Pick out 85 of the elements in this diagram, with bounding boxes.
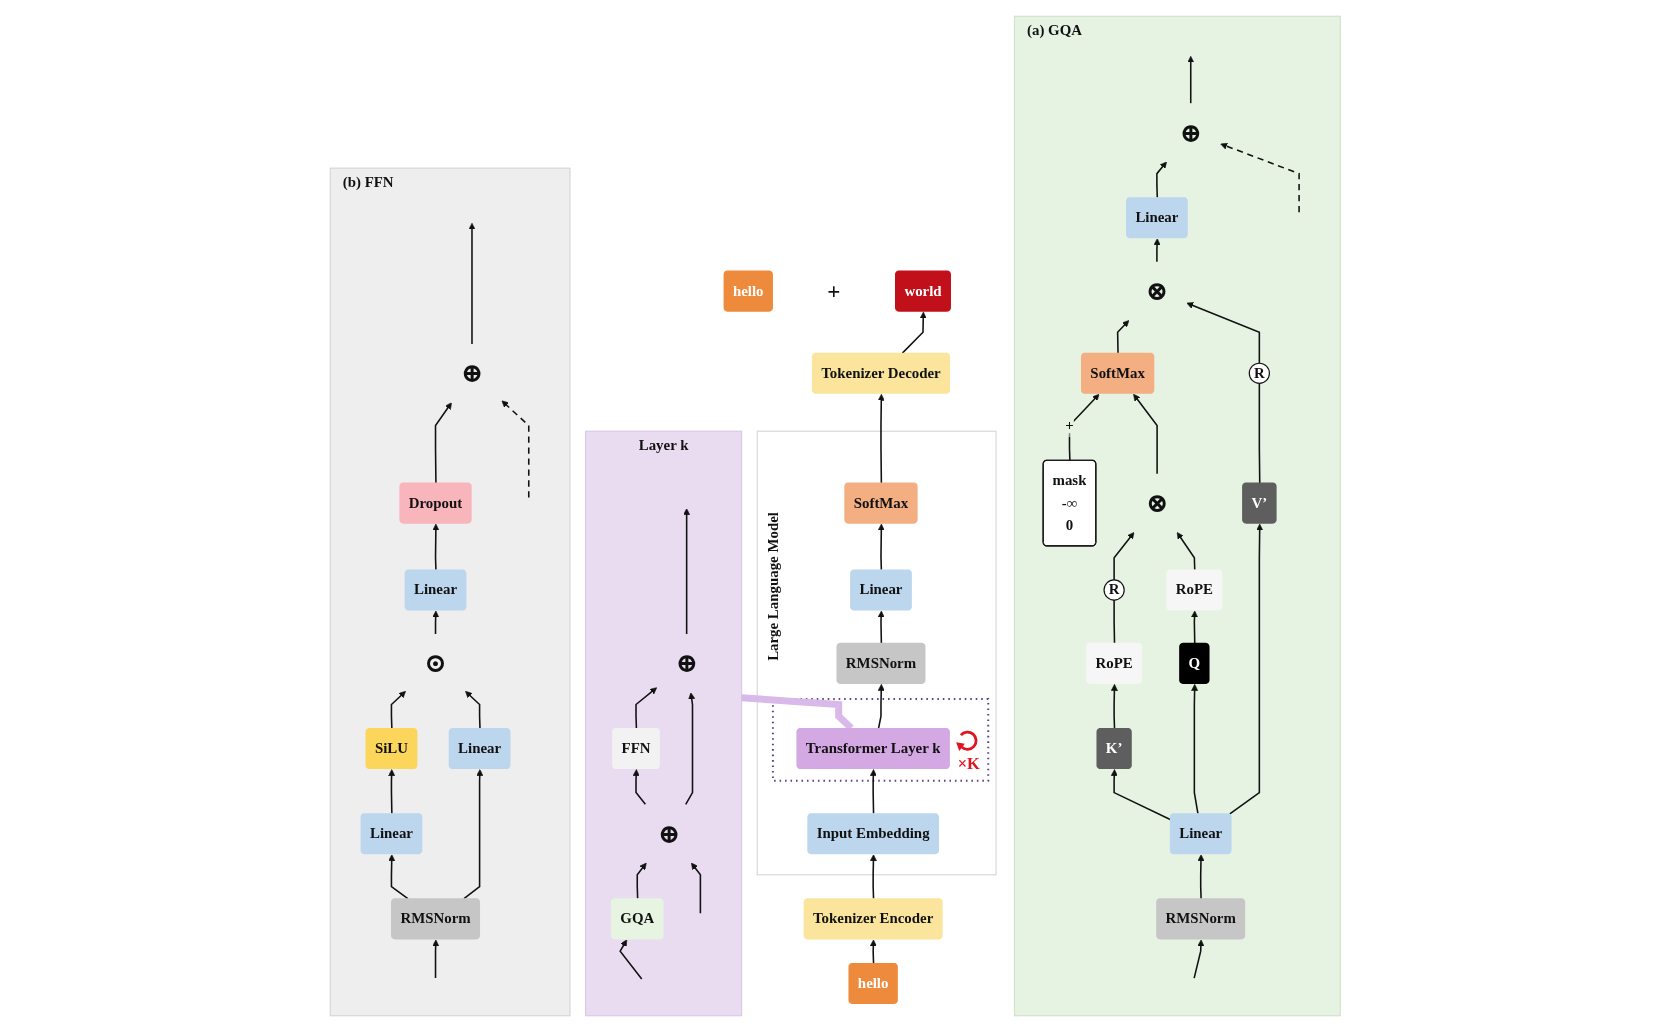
node-text: ⊕: [657, 819, 680, 849]
arrow: [1220, 142, 1300, 213]
node-box: world: [894, 270, 951, 312]
arrow: [1110, 769, 1171, 821]
arrow: [431, 939, 439, 979]
arrow: [1193, 939, 1205, 979]
node-box: GQA: [610, 898, 664, 940]
node-text: ⊗: [1145, 488, 1168, 518]
arrow: [462, 769, 483, 900]
arrow: [388, 854, 409, 900]
plus-sign-label: +: [827, 279, 841, 303]
arrow: [877, 684, 885, 730]
node-box: FFN: [611, 728, 660, 770]
arrow: [1132, 393, 1158, 475]
connector: [1113, 599, 1115, 644]
arrow: [901, 311, 927, 354]
node-box: SoftMax: [1080, 352, 1154, 394]
arrow: [1186, 302, 1260, 364]
arrow: [618, 939, 643, 980]
node-box: Linear: [448, 728, 511, 770]
node-box: RoPE: [1166, 569, 1223, 611]
node-box: RoPE: [1085, 642, 1142, 684]
arrow: [1187, 55, 1194, 104]
node-box: SiLU: [365, 728, 418, 770]
arrow: [1228, 523, 1263, 815]
arrow: [434, 402, 452, 484]
node-box: RMSNorm: [836, 642, 926, 684]
connector: [1258, 382, 1261, 484]
arrow: [684, 692, 695, 806]
node-box: hello: [723, 270, 773, 312]
arrow: [501, 400, 530, 499]
node-box: Input Embedding: [807, 813, 939, 855]
node-box: Tokenizer Encoder: [803, 898, 943, 940]
arrow: [1153, 238, 1161, 263]
arrow: [682, 508, 690, 635]
node-box: Q: [1178, 642, 1210, 684]
arrow: [869, 854, 877, 900]
arrow: [869, 939, 877, 965]
arrow: [1176, 532, 1196, 571]
arrow: [432, 523, 439, 571]
arrow: [387, 769, 395, 815]
arrow: [636, 862, 647, 900]
node-box: Linear: [360, 813, 423, 855]
node-text: ⊕: [1179, 118, 1202, 148]
arrow: [1197, 854, 1205, 900]
node-text: ⊗: [1145, 276, 1168, 306]
node-box: Linear: [1125, 197, 1188, 239]
node-circle: R: [1103, 579, 1125, 601]
node-box: Dropout: [399, 482, 472, 524]
node-box: K’: [1096, 728, 1132, 770]
arrow: [1110, 684, 1118, 730]
arrow: [464, 691, 481, 730]
node-box: RMSNorm: [390, 898, 480, 940]
node-text: ⊕: [675, 648, 698, 678]
node-box: Linear: [404, 569, 467, 611]
cluster: [771, 698, 989, 782]
arrow: [877, 523, 885, 571]
node-box: Transformer Layer k: [796, 728, 950, 770]
node-circle: R: [1248, 362, 1270, 384]
node-box: V’: [1241, 482, 1277, 524]
node-box: Linear: [1169, 813, 1232, 855]
node-box: Linear: [849, 569, 912, 611]
node-text: ⊕: [460, 358, 483, 388]
arrow: [468, 222, 476, 345]
arrow: [1068, 393, 1100, 462]
arrow: [634, 687, 657, 730]
arrow: [1113, 532, 1135, 581]
repeat-count-label: ×K: [957, 753, 980, 773]
arrow: [869, 769, 877, 815]
arrow: [877, 610, 885, 644]
arrow: [877, 393, 885, 484]
node-box: Tokenizer Decoder: [811, 352, 950, 394]
node-text: ⊙: [424, 648, 447, 678]
arrow: [632, 769, 646, 806]
arrow: [1190, 684, 1199, 815]
arrow: [390, 691, 406, 730]
arrow: [1155, 161, 1167, 199]
arrow: [431, 610, 439, 635]
edge-label: +: [1064, 416, 1074, 434]
node-box: SoftMax: [844, 482, 918, 524]
arrow: [690, 862, 701, 915]
node-box: hello: [848, 962, 898, 1004]
arrow: [1116, 320, 1129, 354]
node-box: RMSNorm: [1155, 898, 1245, 940]
arrow: [1190, 610, 1198, 644]
